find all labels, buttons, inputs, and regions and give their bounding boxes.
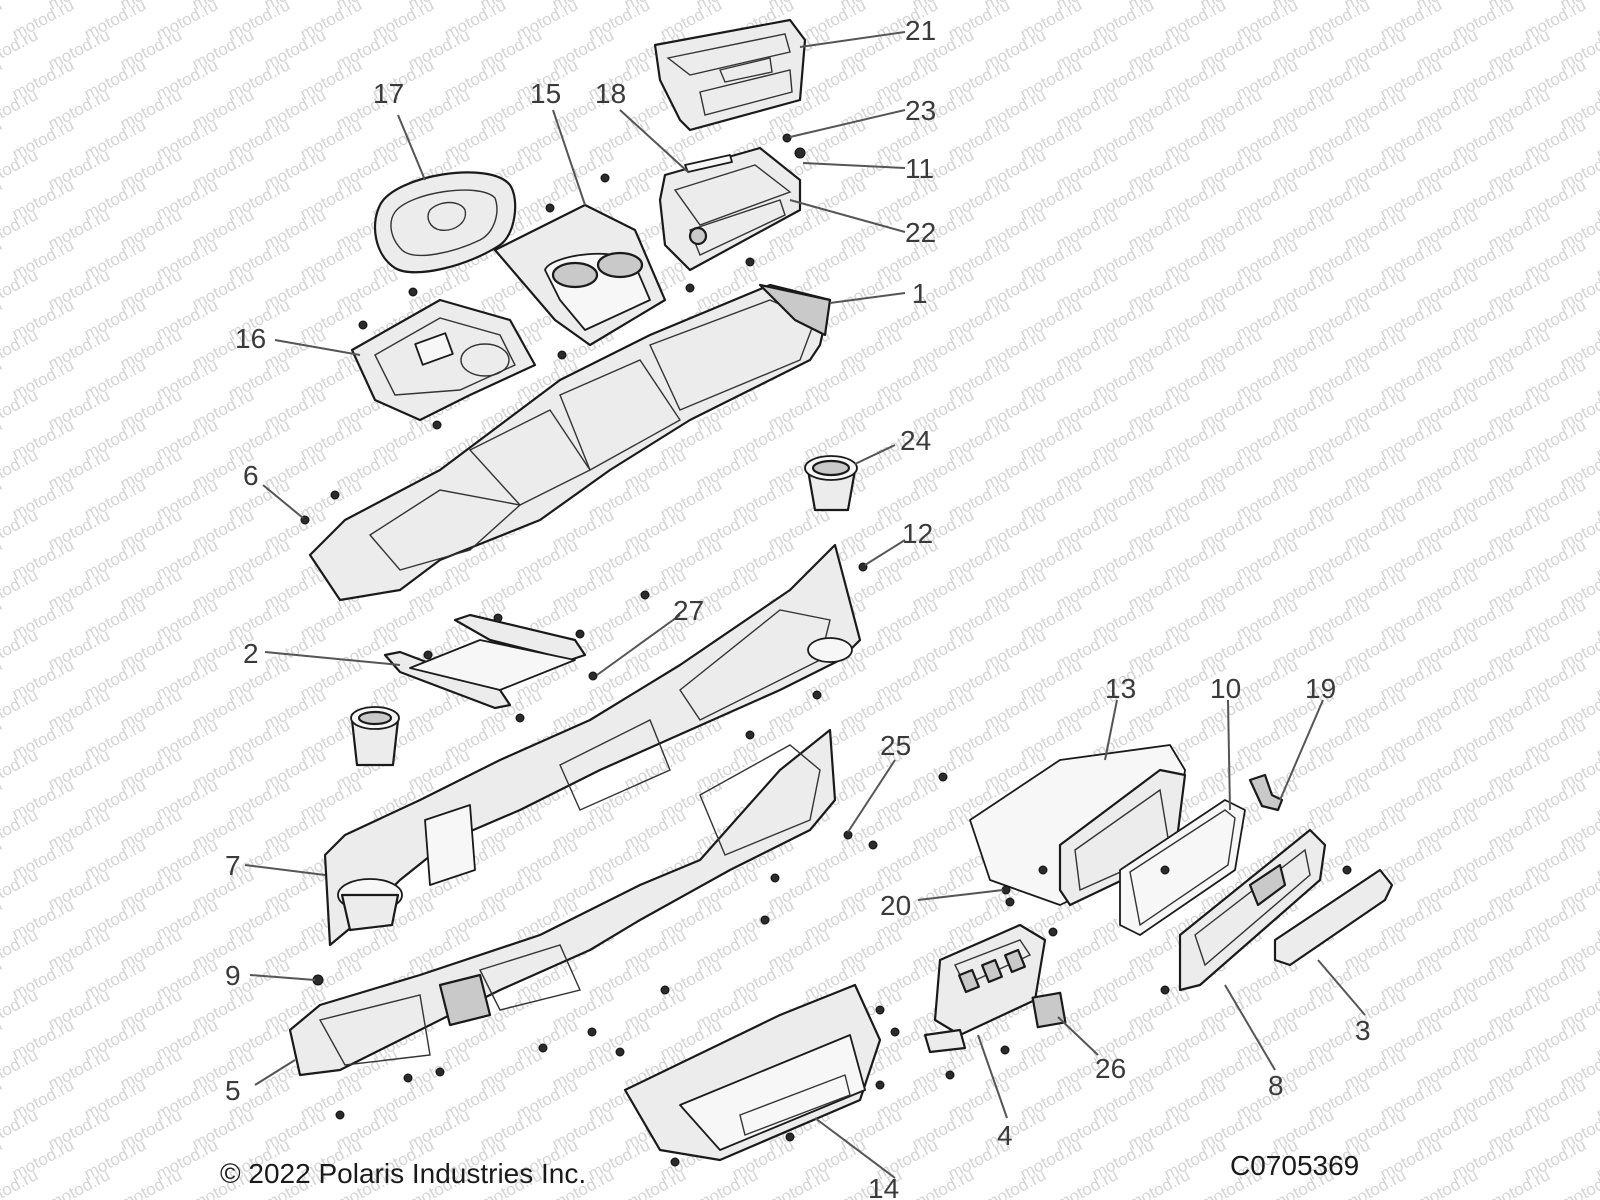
diagram-code: C0705369 bbox=[1230, 1150, 1360, 1181]
callout-23: 23 bbox=[905, 95, 936, 126]
watermark-text: motod.ru bbox=[0, 0, 41, 14]
watermark-text: motod.ru bbox=[1413, 1165, 1481, 1200]
callout-15: 15 bbox=[530, 78, 561, 109]
watermark-text: motod.ru bbox=[1053, 1165, 1121, 1200]
callout-10: 10 bbox=[1210, 673, 1241, 704]
watermark-text: motod.ru bbox=[0, 505, 41, 553]
callout-1: 1 bbox=[912, 278, 928, 309]
watermark-text: motod.ru bbox=[765, 1165, 833, 1200]
callout-16: 16 bbox=[235, 323, 266, 354]
watermark-text: motod.ru bbox=[0, 925, 41, 973]
watermark-text: motod.ru bbox=[693, 1165, 761, 1200]
watermark-text: motod.ru bbox=[0, 1165, 41, 1200]
watermark-text: motod.ru bbox=[0, 145, 41, 193]
watermark-text: motod.ru bbox=[0, 445, 41, 493]
watermark-text: motod.ru bbox=[45, 1165, 113, 1200]
callout-25: 25 bbox=[880, 730, 911, 761]
watermark-text: motod.ru bbox=[0, 565, 41, 613]
watermark-text: motod.ru bbox=[0, 745, 41, 793]
watermark-text: motod.ru bbox=[1557, 1165, 1600, 1200]
callout-21: 21 bbox=[905, 15, 936, 46]
callout-19: 19 bbox=[1305, 673, 1336, 704]
copyright-notice: © 2022 Polaris Industries Inc. bbox=[220, 1158, 587, 1189]
callout-3: 3 bbox=[1355, 1015, 1371, 1046]
part-26-switch bbox=[1031, 991, 1067, 1029]
callout-17: 17 bbox=[373, 78, 404, 109]
callout-13: 13 bbox=[1105, 673, 1136, 704]
watermark-text: motod.ru bbox=[0, 325, 41, 373]
callout-18: 18 bbox=[595, 78, 626, 109]
watermark-text: motod.ru bbox=[0, 0, 5, 44]
watermark-text: motod.ru bbox=[0, 265, 41, 313]
watermark-text: motod.ru bbox=[0, 1045, 41, 1093]
callout-24: 24 bbox=[900, 425, 931, 456]
watermark-text: motod.ru bbox=[1125, 1165, 1193, 1200]
callout-27: 27 bbox=[673, 595, 704, 626]
watermark-text: motod.ru bbox=[909, 1165, 977, 1200]
watermark-text: motod.ru bbox=[0, 85, 41, 133]
callout-12: 12 bbox=[902, 518, 933, 549]
callout-4: 4 bbox=[997, 1120, 1013, 1151]
watermark-text: motod.ru bbox=[621, 1165, 689, 1200]
watermark-text: motod.ru bbox=[0, 1105, 41, 1153]
callout-8: 8 bbox=[1268, 1070, 1284, 1101]
watermark-text: motod.ru bbox=[0, 685, 41, 733]
watermark-text: motod.ru bbox=[0, 205, 41, 253]
watermark-text: motod.ru bbox=[0, 625, 41, 673]
part-cup-left bbox=[350, 706, 400, 767]
callout-26: 26 bbox=[1095, 1053, 1126, 1084]
watermark-text: motod.ru bbox=[1485, 1165, 1553, 1200]
watermark-text: motod.ru bbox=[0, 805, 41, 853]
watermark-text: motod.ru bbox=[0, 985, 41, 1033]
callout-2: 2 bbox=[243, 638, 259, 669]
callout-6: 6 bbox=[243, 460, 259, 491]
part-24-cup bbox=[804, 455, 858, 512]
callout-22: 22 bbox=[905, 217, 936, 248]
callout-7: 7 bbox=[225, 850, 241, 881]
callout-14: 14 bbox=[868, 1173, 899, 1200]
watermark-text: motod.ru bbox=[981, 1165, 1049, 1200]
callout-5: 5 bbox=[225, 1075, 241, 1106]
watermark-text: motod.ru bbox=[117, 1165, 185, 1200]
watermark-text: motod.ru bbox=[0, 385, 41, 433]
callout-9: 9 bbox=[225, 960, 241, 991]
part-2-bracket bbox=[383, 613, 587, 710]
callout-11: 11 bbox=[905, 153, 934, 184]
watermark-text: motod.ru bbox=[0, 25, 41, 73]
callout-20: 20 bbox=[880, 890, 911, 921]
watermark-text: motod.ru bbox=[0, 865, 41, 913]
